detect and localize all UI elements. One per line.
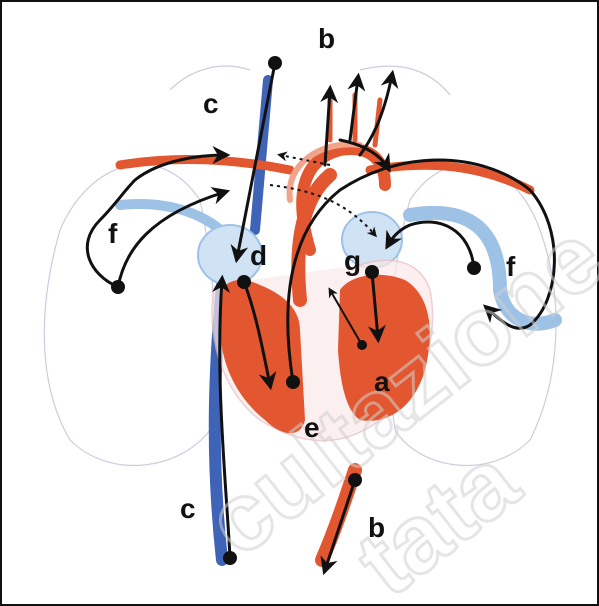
label-b-bottom: b — [368, 512, 385, 543]
dot-ra — [237, 275, 251, 289]
label-e: e — [304, 412, 320, 443]
label-a: a — [374, 366, 390, 397]
label-c-bottom: c — [180, 493, 196, 524]
dot-rv — [286, 375, 300, 389]
label-c-top: c — [203, 88, 219, 119]
label-g: g — [344, 245, 361, 276]
label-f-left: f — [108, 218, 118, 249]
dot-lv — [357, 340, 367, 350]
label-b-top: b — [318, 23, 335, 54]
label-f-right: f — [506, 251, 516, 282]
label-d: d — [250, 240, 267, 271]
dot-svc — [268, 56, 282, 70]
dot-la — [365, 265, 379, 279]
dot-left-lung — [111, 280, 125, 294]
